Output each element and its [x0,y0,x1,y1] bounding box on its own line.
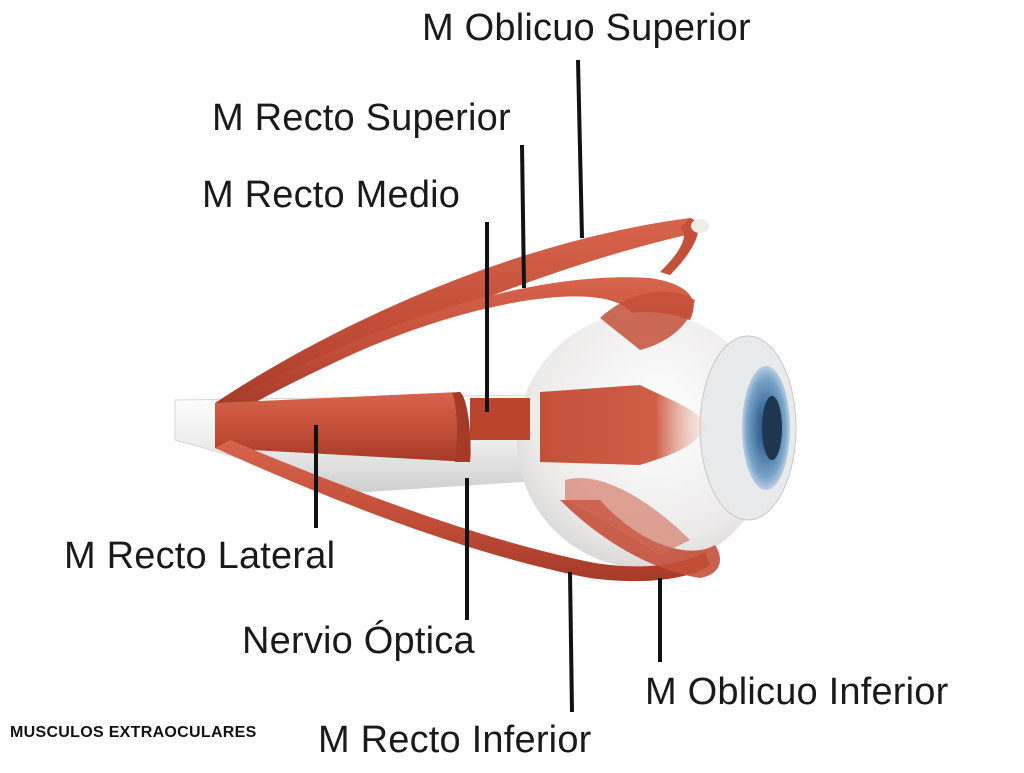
superior-rectus-insertion [600,291,695,350]
label-oblique-inferior: M Oblicuo Inferior [645,671,949,713]
label-rectus-lateral: M Recto Lateral [64,535,336,577]
label-oblique-superior: M Oblicuo Superior [422,7,751,49]
leader-rectus-inferior [568,571,574,713]
medial-rectus-muscle [470,398,530,440]
pupil [762,396,782,460]
label-optic-nerve: Nervio Óptica [242,620,475,662]
trochlea [691,219,709,233]
diagram-caption: MUSCULOS EXTRAOCULARES [10,724,257,741]
lateral-rectus-tendon-end [452,392,471,462]
lateral-rectus-insertion [540,385,705,465]
superior-rectus-muscle [220,277,694,412]
label-rectus-superior: M Recto Superior [212,97,511,139]
inferior-oblique-insertion [565,478,690,555]
label-rectus-inferior: M Recto Inferior [318,719,592,761]
label-rectus-medial: M Recto Medio [202,174,461,216]
leader-oblique-superior [576,59,584,239]
lateral-rectus-muscle [215,392,470,462]
superior-oblique-tendon [660,218,699,275]
leader-lines [314,59,662,713]
leader-rectus-superior [520,144,526,289]
